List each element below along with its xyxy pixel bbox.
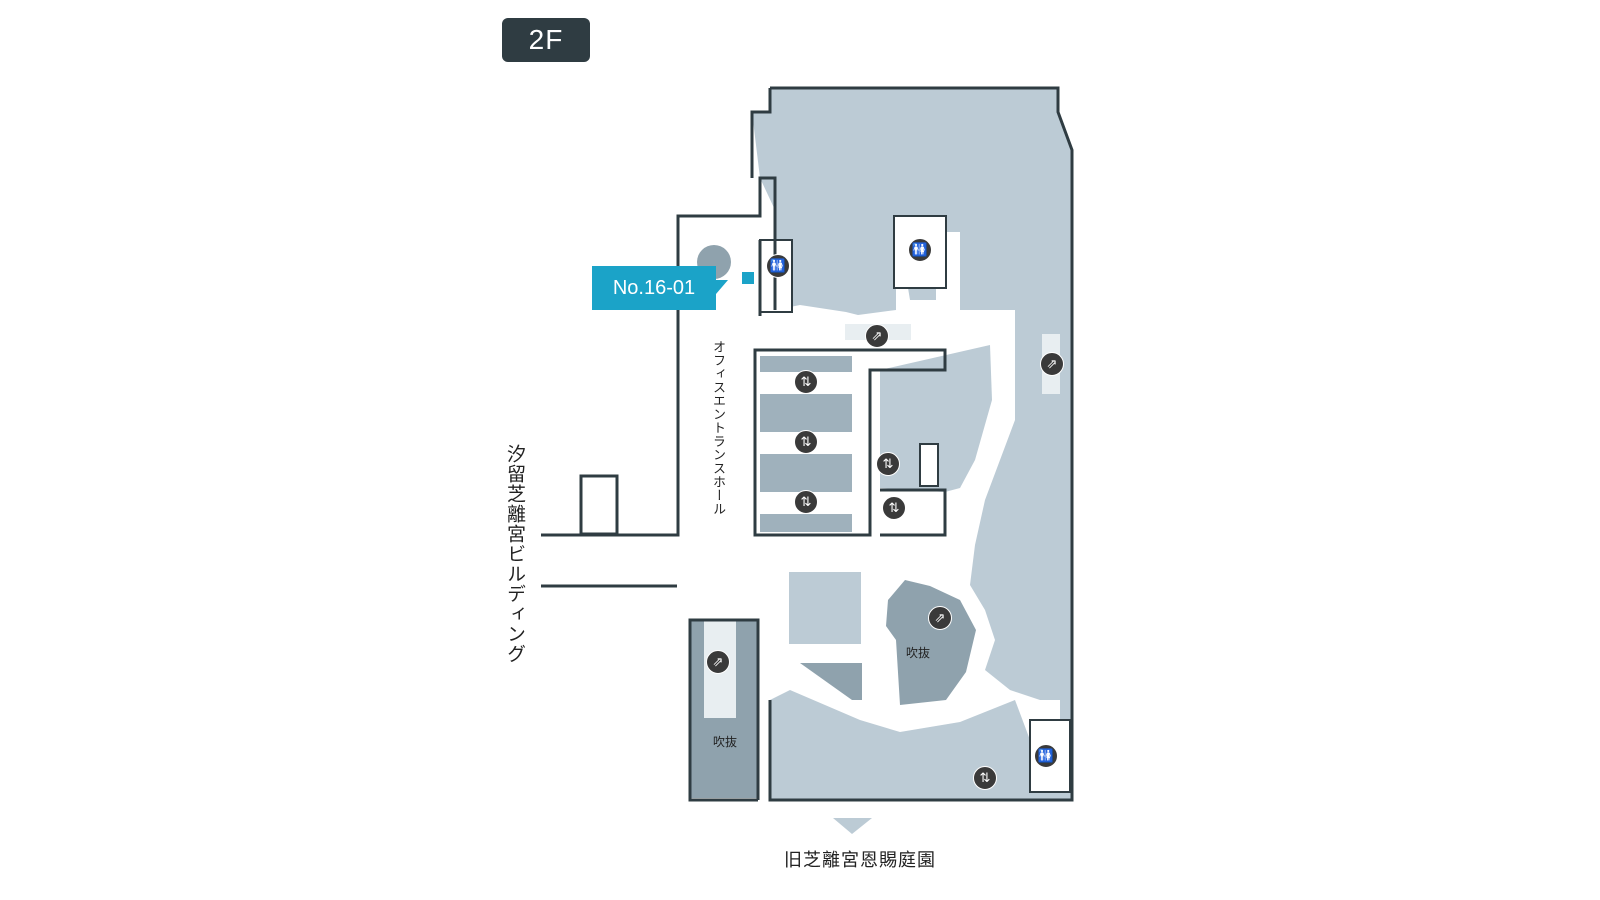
elevator-icon[interactable]: ⇅	[882, 496, 906, 520]
escalator-icon[interactable]: ⇗	[928, 606, 952, 630]
stair-center	[919, 443, 939, 487]
floor-area-north	[752, 88, 1072, 315]
elevator-icon[interactable]: ⇅	[973, 766, 997, 790]
atrium-center	[886, 580, 976, 705]
atrium-label-west: 吹抜	[713, 735, 738, 749]
elevator-icon[interactable]: ⇅	[794, 370, 818, 394]
floor-area-central	[880, 345, 992, 492]
elevator-walls	[753, 348, 947, 537]
outer-walls	[541, 86, 1074, 802]
elevator-icon[interactable]: ⇅	[794, 490, 818, 514]
location-marker-pin	[742, 272, 754, 284]
escalator-icon[interactable]: ⇗	[706, 650, 730, 674]
central-wedge	[800, 663, 862, 700]
floor-area-main	[770, 310, 1072, 800]
restroom-icon[interactable]: 🚻	[908, 238, 932, 262]
escalator-icon[interactable]: ⇗	[865, 324, 889, 348]
central-block	[789, 572, 861, 644]
stair-west	[579, 474, 619, 536]
floor-badge[interactable]: 2F	[502, 18, 590, 62]
elevator-icon[interactable]: ⇅	[876, 452, 900, 476]
elevator-icon[interactable]: ⇅	[794, 430, 818, 454]
restroom-icon[interactable]: 🚻	[1034, 744, 1058, 768]
adjacent-building-label: 汐留芝離宮ビルディング	[504, 444, 526, 664]
office-entrance-hall-label: オフィスエントランスホール	[710, 340, 725, 516]
escalator-icon[interactable]: ⇗	[1040, 352, 1064, 376]
atrium-label-center: 吹抜	[906, 646, 931, 660]
location-marker-label[interactable]: No.16-01	[592, 266, 728, 310]
south-exit-label: 旧芝離宮恩賜庭園	[784, 850, 936, 871]
restroom-icon[interactable]: 🚻	[766, 254, 790, 278]
south-exit-arrow	[833, 818, 872, 834]
